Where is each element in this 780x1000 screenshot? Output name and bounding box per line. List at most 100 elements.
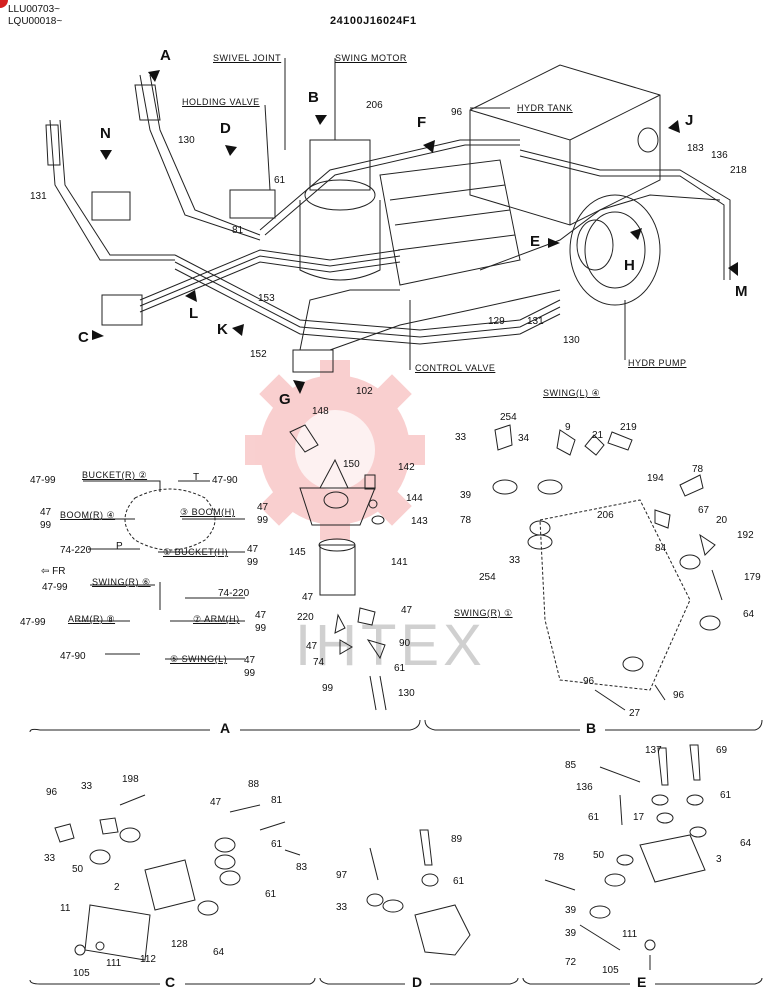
part-number: 67 (698, 505, 710, 516)
part-number: 219 (620, 422, 637, 433)
port-swing-l: ⑤ SWING(L) (170, 654, 228, 664)
part-number: 9 (565, 422, 571, 433)
part-number: 130 (563, 335, 580, 346)
part-number: 198 (122, 774, 139, 785)
serial-range-1: LLU00703~ (8, 4, 60, 15)
part-number: 192 (737, 530, 754, 541)
watermark-text: IHTEX (295, 613, 486, 678)
part-number: 47 (257, 502, 269, 513)
part-number: 47-99 (30, 475, 56, 486)
part-number: 64 (740, 838, 752, 849)
joystick-right-shape (134, 74, 261, 241)
part-number: 47 (210, 797, 222, 808)
control-valve-shape (379, 159, 521, 286)
part-number: 33 (455, 432, 467, 443)
callout-m: M (735, 283, 748, 300)
pilot-port-schematic (75, 480, 245, 660)
part-number: 47-99 (20, 617, 46, 628)
part-number: 97 (336, 870, 348, 881)
port-swing-l-b: SWING(L) ④ (543, 388, 601, 398)
part-number: 47 (40, 507, 52, 518)
section-c-parts (54, 794, 301, 961)
port-arm-r: ARM(R) ⑧ (68, 614, 116, 624)
part-number: 33 (44, 853, 56, 864)
part-number: 83 (296, 862, 308, 873)
pilot-valve-n-shape (91, 191, 131, 221)
part-number: 130 (398, 688, 415, 699)
part-number: 105 (602, 965, 619, 976)
part-number: 136 (576, 782, 593, 793)
part-number: 218 (730, 165, 747, 176)
part-number: 47-90 (212, 475, 238, 486)
part-number: 129 (488, 316, 505, 327)
corner-badge-icon (0, 0, 8, 8)
part-code: 24100J16024F1 (330, 15, 417, 27)
part-number: 61 (274, 175, 286, 186)
leader-lines (264, 58, 626, 370)
part-number: 64 (213, 947, 225, 958)
part-number: 111 (622, 929, 638, 940)
hose-bundle (139, 139, 731, 351)
part-number: 47-90 (60, 651, 86, 662)
hydr-pump-shape (569, 194, 661, 306)
part-number: 61 (720, 790, 732, 801)
part-number: 89 (451, 834, 463, 845)
callout-e: E (530, 233, 541, 250)
label-control-valve: CONTROL VALVE (415, 363, 496, 373)
label-swivel-joint: SWIVEL JOINT (213, 53, 282, 63)
port-boom-h: ③ BOOM(H) (180, 507, 236, 517)
part-number: 206 (366, 100, 383, 111)
callout-f: F (417, 114, 427, 131)
label-hydr-pump: HYDR PUMP (628, 358, 687, 368)
joystick-exploded-parts (289, 424, 387, 711)
part-number: 142 (398, 462, 415, 473)
label-swing-motor: SWING MOTOR (335, 53, 407, 63)
part-number: 179 (744, 572, 761, 583)
part-number: 34 (518, 433, 530, 444)
part-number: 78 (553, 852, 565, 863)
part-number: 21 (592, 430, 604, 441)
part-number: 145 (289, 547, 306, 558)
part-number: 74-220 (218, 588, 250, 599)
part-number: 254 (479, 572, 496, 583)
section-label-d: D (412, 974, 423, 990)
port-t: T (193, 472, 200, 483)
part-number: 39 (460, 490, 472, 501)
part-number: 111 (106, 958, 122, 969)
label-holding-valve: HOLDING VALVE (182, 97, 260, 107)
part-number: 194 (647, 473, 664, 484)
part-number: 47-99 (42, 582, 68, 593)
callout-d: D (220, 120, 231, 137)
part-number: 220 (297, 612, 314, 623)
part-number: 96 (451, 107, 463, 118)
swing-motor-exploded (492, 424, 723, 711)
part-number: 81 (232, 225, 244, 236)
pilot-block-c-shape (101, 294, 143, 326)
part-number: 88 (248, 779, 260, 790)
part-number: 183 (687, 143, 704, 154)
part-number: 105 (73, 968, 90, 979)
part-number: 131 (30, 191, 47, 202)
part-number: 61 (453, 876, 465, 887)
hydr-tank-shape (469, 64, 661, 226)
section-d-parts (366, 829, 471, 956)
callout-n: N (100, 125, 111, 142)
callout-a: A (160, 47, 171, 64)
part-number: 136 (711, 150, 728, 161)
part-number: 90 (399, 638, 411, 649)
port-p: P (116, 541, 123, 552)
serial-range-2: LQU00018~ (8, 16, 63, 27)
part-number: 47 (255, 610, 267, 621)
part-number: 17 (633, 812, 645, 823)
section-label-c: C (165, 974, 176, 990)
part-number: 20 (716, 515, 728, 526)
part-number: 78 (460, 515, 472, 526)
part-number: 99 (255, 623, 267, 634)
section-label-a: A (220, 720, 231, 736)
part-number: 2 (114, 882, 120, 893)
part-number: 33 (509, 555, 521, 566)
part-number: 99 (257, 515, 269, 526)
part-number: 27 (629, 708, 641, 719)
callout-b: B (308, 89, 319, 106)
part-number: 47 (401, 605, 413, 616)
